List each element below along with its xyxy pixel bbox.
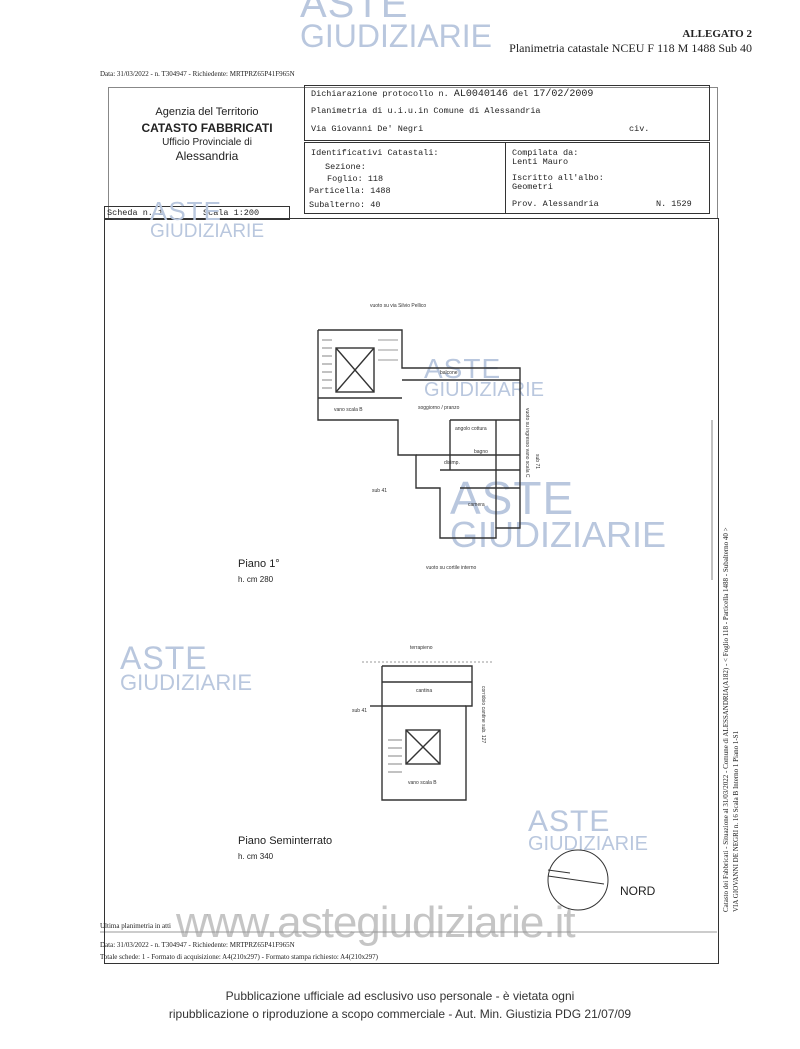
- compiler-box: Compilata da: Lenti Mauro Iscritto all'a…: [505, 142, 710, 214]
- albo-number: N. 1529: [656, 199, 692, 209]
- scale: Scala 1:200: [203, 208, 260, 218]
- watermark-logo-1: ASTE GIUDIZIARIE: [150, 196, 265, 243]
- last-plan-note: Ultima planimetria in atti: [100, 922, 171, 930]
- watermark-logo-5: ASTE GIUDIZIARIE: [528, 805, 649, 855]
- label-cantina: cantina: [416, 688, 433, 694]
- protocol-date-label: del: [512, 89, 529, 99]
- particella-value: 1488: [370, 186, 391, 196]
- sezione-label: Sezione:: [325, 162, 366, 172]
- label-balcone: balcone: [440, 370, 458, 376]
- agency-office: Ufficio Provinciale di: [162, 137, 252, 148]
- label-stair-b: vano scala B: [334, 407, 363, 413]
- label-sub41-floor1: sub 41: [372, 488, 388, 494]
- declaration-box: Dichiarazione protocollo n. AL0040146 de…: [304, 85, 710, 141]
- watermark-site: www.astegiudiziarie.it: [176, 898, 576, 947]
- header-zone: [108, 87, 718, 218]
- albo-value: Geometri: [512, 182, 553, 192]
- label-terrapieno: terrapieno: [410, 645, 433, 651]
- plan-line: Planimetria di u.i.u.in Comune di Alessa…: [311, 106, 541, 116]
- side-text-1: Catasto dei Fabbricati - Situazione al 3…: [722, 527, 730, 912]
- watermark-logo-4: ASTE GIUDIZIARIE: [120, 640, 253, 695]
- label-bagno: bagno: [474, 449, 488, 455]
- sheet-frame: [104, 218, 719, 964]
- label-sub41-basement: sub 41: [352, 708, 368, 714]
- request-line: Data: 31/03/2022 - n. T304947 - Richiede…: [100, 70, 295, 78]
- agency-catasto: CATASTO FABBRICATI: [141, 121, 273, 135]
- province-label: Prov. Alessandria: [512, 199, 599, 209]
- agency-name: Agenzia del Territorio: [155, 106, 259, 118]
- footer-request-line: Data: 31/03/2022 - n. T304947 - Richiede…: [100, 941, 295, 949]
- disclaimer: Pubblicazione ufficiale ad esclusivo uso…: [0, 987, 800, 1023]
- cadastral-box: Identificativi Catastali: Sezione: Fogli…: [304, 142, 506, 214]
- disclaimer-line-2: ripubblicazione o riproduzione a scopo c…: [168, 1007, 632, 1021]
- label-stair-b-basement: vano scala B: [408, 780, 437, 786]
- label-camera: camera: [468, 502, 485, 508]
- label-angolo-cottura: angolo cottura: [455, 426, 487, 432]
- label-sub71: sub 71: [534, 454, 540, 470]
- label-soggiorno: soggiorno / pranzo: [418, 405, 460, 411]
- agency-city: Alessandria: [175, 149, 239, 163]
- document-subtitle: Planimetria catastale NCEU F 118 M 1488 …: [509, 41, 752, 55]
- side-text-2: VIA GIOVANNI DE NEGRI n. 16 Scala B Inte…: [732, 730, 740, 912]
- compiler-name: Lenti Mauro: [512, 157, 569, 167]
- basement-title: Piano Seminterrato: [238, 835, 333, 847]
- subalterno-value: 40: [370, 200, 381, 210]
- cadastral-heading: Identificativi Catastali:: [311, 148, 439, 158]
- compiler-label: Compilata da:: [512, 148, 579, 158]
- label-bottom-void: vuoto su cortile interno: [426, 565, 477, 571]
- protocol-number: AL0040146: [453, 89, 508, 100]
- civ-label: civ.: [629, 124, 650, 134]
- albo-label: Iscritto all'albo:: [512, 173, 604, 183]
- protocol-label: Dichiarazione protocollo n.: [311, 89, 449, 99]
- allegato-label: ALLEGATO 2: [682, 28, 752, 40]
- floor1-title: Piano 1°: [238, 558, 280, 570]
- protocol-date: 17/02/2009: [533, 89, 594, 100]
- foglio-value: 118: [367, 174, 384, 184]
- scheda-number: Scheda n. 1: [107, 208, 164, 218]
- label-top-void: vuoto su via Silvio Pellico: [370, 303, 427, 309]
- subalterno-label: Subalterno:: [309, 200, 366, 210]
- street-line: Via Giovanni De' Negri: [311, 124, 424, 134]
- watermark-logo-top: ASTE GIUDIZIARIE: [300, 0, 493, 54]
- watermark-logo-3: ASTE GIUDIZIARIE: [450, 472, 667, 556]
- label-disimpegno: disimp.: [444, 460, 460, 466]
- basement-height: h. cm 340: [238, 852, 274, 861]
- label-side-void: vuoto su ingresso vano scala C: [524, 408, 530, 478]
- label-corridoio: corridoio cantine sub. 127: [480, 686, 486, 744]
- disclaimer-line-1: Pubblicazione ufficiale ad esclusivo uso…: [225, 989, 575, 1003]
- scheda-box: Scheda n. 1 Scala 1:200: [104, 206, 290, 220]
- footer-totals: Totale schede: 1 - Formato di acquisizio…: [100, 953, 378, 961]
- floor1-height: h. cm 280: [238, 575, 274, 584]
- foglio-label: Foglio:: [327, 174, 363, 184]
- particella-label: Particella:: [309, 186, 366, 196]
- agency-block: Agenzia del Territorio CATASTO FABBRICAT…: [112, 106, 302, 163]
- north-label: NORD: [620, 884, 656, 898]
